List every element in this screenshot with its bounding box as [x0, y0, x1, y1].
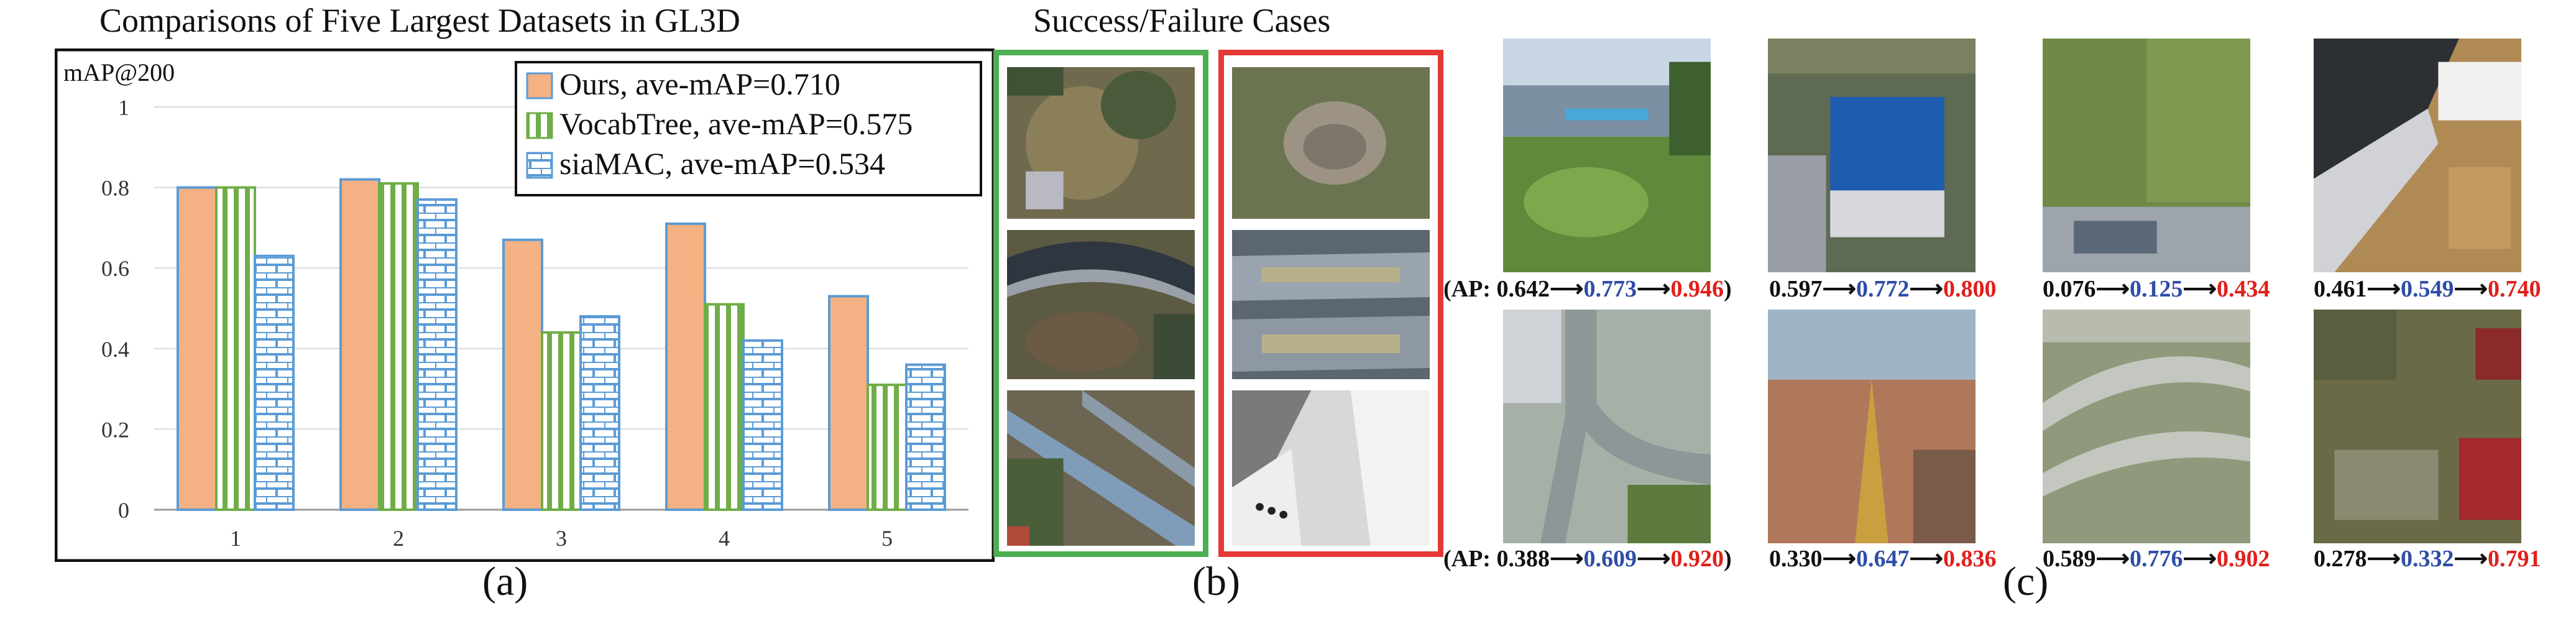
bar-chart: 0 0.2 0.4 0.6 0.8 1 1 2 3 4 5 mAP@200 Ours, ave-mA… — [55, 48, 995, 562]
ap-line-2: 0.597⟶0.772⟶0.800 — [1769, 276, 1997, 302]
bar-siamac-5 — [905, 363, 946, 511]
x-tick-label: 2 — [393, 526, 404, 551]
legend-label: Ours, ave-mAP=0.710 — [559, 67, 840, 101]
panel-a-caption: (a) — [482, 559, 528, 604]
success-cases-frame — [993, 50, 1208, 557]
y-tick-label: 0.8 — [101, 176, 129, 201]
failure-image-2 — [1232, 230, 1430, 379]
legend-box — [515, 61, 982, 196]
bar-siamac-3 — [579, 315, 620, 511]
bar-siamac-2 — [416, 198, 458, 511]
ap-line-4: 0.461⟶0.549⟶0.740 — [2314, 276, 2541, 302]
example-image-5 — [1503, 310, 1711, 543]
bar-vocab-2 — [378, 182, 419, 511]
bar-ours-4 — [665, 222, 706, 511]
x-tick-label: 3 — [556, 526, 567, 551]
failure-image-3 — [1232, 390, 1430, 546]
example-image-3 — [2043, 39, 2250, 272]
legend-swatch — [526, 72, 553, 99]
panel-c-caption: (c) — [2003, 559, 2049, 604]
y-tick-label: 0.4 — [101, 337, 129, 362]
bar-siamac-1 — [254, 254, 295, 511]
ap-line-8: 0.278⟶0.332⟶0.791 — [2314, 546, 2541, 572]
example-image-6 — [1768, 310, 1976, 543]
panel-b-title: Success/Failure Cases — [1033, 2, 1331, 39]
y-tick-label: 0 — [118, 498, 129, 523]
x-tick-label: 1 — [230, 526, 241, 551]
ap-line-6: 0.330⟶0.647⟶0.836 — [1769, 546, 1997, 572]
bar-ours-1 — [177, 186, 218, 512]
y-tick-label: 0.2 — [101, 417, 129, 442]
legend-label: siaMAC, ave-mAP=0.534 — [559, 146, 885, 181]
ap-line-5: (AP: 0.388⟶0.609⟶0.920) — [1443, 546, 1732, 572]
chart-title: Comparisons of Five Largest Datasets in … — [99, 2, 740, 39]
ap-value-final: 0.946 — [1670, 276, 1724, 302]
bar-ours-2 — [339, 178, 380, 511]
bar-vocab-3 — [541, 331, 582, 511]
example-image-7 — [2043, 310, 2250, 543]
y-tick-label: 0.6 — [101, 256, 129, 281]
success-image-3 — [1007, 390, 1195, 546]
y-tick-label: 1 — [118, 95, 129, 120]
bar-vocab-1 — [215, 186, 256, 512]
x-tick-label: 5 — [881, 526, 893, 551]
ap-value-mid: 0.773 — [1583, 276, 1637, 302]
example-image-2 — [1768, 39, 1976, 272]
example-image-4 — [2314, 39, 2521, 272]
x-tick-label: 4 — [719, 526, 730, 551]
legend-swatch — [526, 152, 553, 179]
failure-cases-frame — [1218, 50, 1443, 557]
example-image-8 — [2314, 310, 2521, 543]
success-image-2 — [1007, 230, 1195, 379]
tick-labels: 0 0.2 0.4 0.6 0.8 1 1 2 3 4 5 — [101, 95, 893, 551]
failure-image-1 — [1232, 67, 1430, 219]
bar-vocab-4 — [704, 303, 745, 511]
panel-b-caption: (b) — [1192, 559, 1240, 604]
legend-label: VocabTree, ave-mAP=0.575 — [559, 106, 913, 141]
legend-swatch — [526, 112, 553, 139]
ap-line-7: 0.589⟶0.776⟶0.902 — [2043, 546, 2270, 572]
bar-siamac-4 — [742, 339, 783, 511]
bar-ours-5 — [828, 295, 869, 511]
success-image-1 — [1007, 67, 1195, 219]
ap-prefix: (AP: — [1443, 276, 1497, 302]
bars — [177, 178, 946, 512]
example-image-1 — [1503, 39, 1711, 272]
bar-vocab-5 — [867, 384, 908, 511]
ap-line-3: 0.076⟶0.125⟶0.434 — [2043, 276, 2270, 302]
bar-ours-3 — [502, 238, 543, 511]
ap-line-1: (AP: 0.642⟶0.773⟶0.946) — [1443, 276, 1732, 302]
ap-value-baseline: 0.642 — [1496, 276, 1550, 302]
y-axis-label: mAP@200 — [63, 58, 175, 86]
